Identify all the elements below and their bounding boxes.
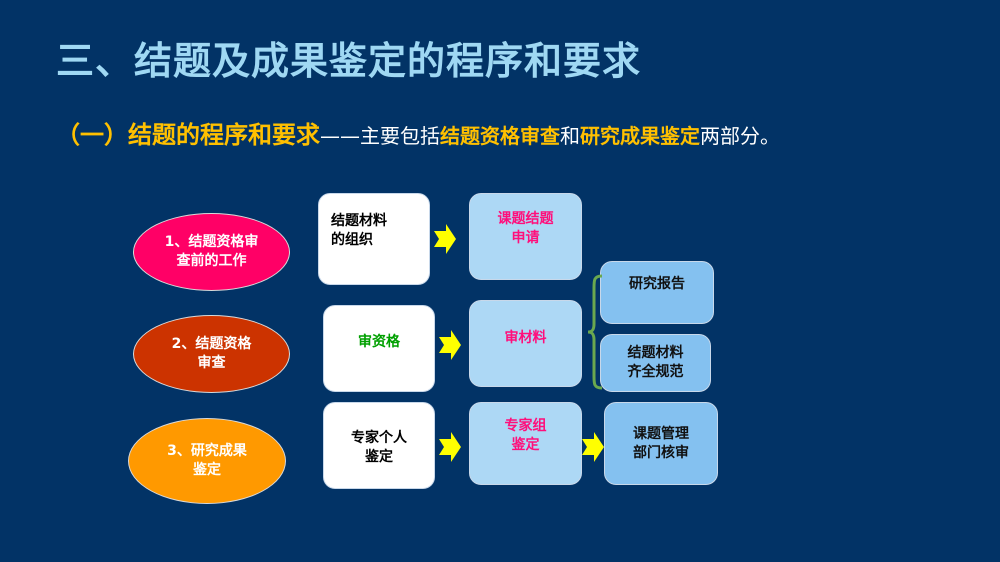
step-3-box: 专家个人 鉴定 <box>323 402 435 489</box>
result-2-box: 审材料 <box>469 300 582 387</box>
highlight-review: 结题资格审查 <box>440 124 560 148</box>
brace-icon <box>587 274 603 390</box>
result-3-box: 专家组 鉴定 <box>469 402 582 485</box>
arrow-right-icon <box>439 330 461 360</box>
detail-report-box: 研究报告 <box>600 261 714 324</box>
stage-label: 3、研究成果 鉴定 <box>167 443 247 478</box>
slide-title: 三、结题及成果鉴定的程序和要求 <box>56 39 642 83</box>
step-2-box: 审资格 <box>323 305 435 392</box>
dash: —— <box>320 124 360 148</box>
step-1-box: 结题材料 的组织 <box>318 193 430 285</box>
arrow-right-icon <box>582 432 604 462</box>
result-1-box: 课题结题 申请 <box>469 193 582 280</box>
text: 主要包括 <box>360 124 440 148</box>
text: 和 <box>560 124 580 148</box>
stage-label: 1、结题资格审 查前的工作 <box>164 234 259 269</box>
section-heading: （一）结题的程序和要求 <box>56 121 320 149</box>
stage-3-ellipse: 3、研究成果 鉴定 <box>128 418 286 504</box>
detail-materials-box: 结题材料 齐全规范 <box>600 334 711 392</box>
highlight-appraisal: 研究成果鉴定 <box>580 124 700 148</box>
next-review-box: 课题管理 部门核审 <box>604 402 718 485</box>
subtitle: （一）结题的程序和要求——主要包括结题资格审查和研究成果鉴定两部分。 <box>56 115 780 150</box>
stage-label: 2、结题资格 审查 <box>171 336 252 371</box>
stage-1-ellipse: 1、结题资格审 查前的工作 <box>133 213 290 291</box>
text: 两部分。 <box>700 124 780 148</box>
arrow-right-icon <box>434 224 456 254</box>
stage-2-ellipse: 2、结题资格 审查 <box>133 315 290 393</box>
arrow-right-icon <box>439 432 461 462</box>
